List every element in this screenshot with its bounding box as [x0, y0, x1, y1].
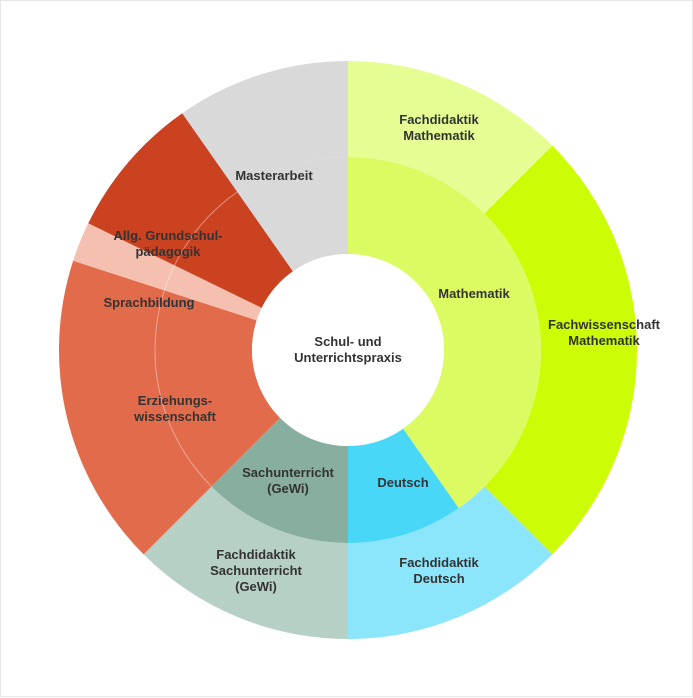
inner-label-deutsch: Deutsch [377, 475, 428, 490]
inner-label-mathematik: Mathematik [438, 286, 510, 301]
inner-label-erziehungswissenschaft-line: wissenschaft [133, 409, 216, 424]
outer-label-fachdidaktik-mathematik-line: Fachdidaktik [399, 112, 479, 127]
inner-label-erziehungswissenschaft-line: Erziehungs- [138, 393, 212, 408]
inner-label-grundschulpaedagogik-line: Allg. Grundschul- [113, 228, 222, 243]
outer-segment-fachdidaktik-mathematik [348, 61, 553, 214]
inner-label-sprachbildung-line: Sprachbildung [104, 295, 195, 310]
inner-segment-masterarbeit [237, 157, 348, 272]
outer-segment-sprachbildung-outer [73, 223, 175, 291]
inner-label-sachunterricht: Sachunterricht(GeWi) [242, 465, 334, 496]
outer-segment-fachdidaktik-deutsch [348, 486, 553, 639]
inner-segment-erziehungswissenschaft [155, 290, 281, 487]
inner-label-mathematik-line: Mathematik [438, 286, 510, 301]
center-label-line: Unterrichtspraxis [294, 350, 402, 365]
outer-label-fachdidaktik-deutsch-line: Deutsch [413, 571, 464, 586]
inner-label-deutsch-line: Deutsch [377, 475, 428, 490]
outer-segment-fachdidaktik-sachunterricht [143, 486, 348, 639]
inner-segment-sachunterricht [211, 417, 348, 543]
inner-segment-sprachbildung [164, 265, 262, 321]
ring-boundary [154, 191, 238, 487]
center-circle [252, 254, 444, 446]
outer-segment-grundschulpaedagogik-outer [88, 113, 238, 266]
outer-label-fachdidaktik-sachunterricht-line: (GeWi) [235, 579, 277, 594]
inner-segment-deutsch [348, 428, 459, 543]
inner-label-sachunterricht-line: (GeWi) [267, 481, 309, 496]
outer-label-fachwissenschaft-mathematik-line: Mathematik [568, 333, 640, 348]
outer-segment-erziehungswissenschaft-outer [59, 260, 212, 555]
inner-label-grundschulpaedagogik: Allg. Grundschul-pädagogik [113, 228, 222, 259]
outer-label-fachwissenschaft-mathematik-line: Fachwissenschaft [548, 317, 661, 332]
outer-segment-fachwissenschaft-mathematik [484, 145, 637, 555]
outer-label-fachdidaktik-mathematik-line: Mathematik [403, 128, 475, 143]
inner-label-masterarbeit: Masterarbeit [235, 168, 313, 183]
inner-segment-mathematik [348, 157, 541, 509]
outer-label-fachdidaktik-sachunterricht-line: Sachunterricht [210, 563, 302, 578]
inner-label-grundschulpaedagogik-line: pädagogik [135, 244, 201, 259]
inner-label-erziehungswissenschaft: Erziehungs-wissenschaft [133, 393, 216, 424]
outer-label-fachdidaktik-sachunterricht-line: Fachdidaktik [216, 547, 296, 562]
outer-segment-masterarbeit-outer [182, 61, 348, 192]
inner-label-sprachbildung: Sprachbildung [104, 295, 195, 310]
inner-label-sachunterricht-line: Sachunterricht [242, 465, 334, 480]
outer-label-fachdidaktik-deutsch-line: Fachdidaktik [399, 555, 479, 570]
inner-segment-grundschulpaedagogik [174, 191, 293, 308]
center-label-line: Schul- und [314, 334, 381, 349]
inner-label-masterarbeit-line: Masterarbeit [235, 168, 313, 183]
